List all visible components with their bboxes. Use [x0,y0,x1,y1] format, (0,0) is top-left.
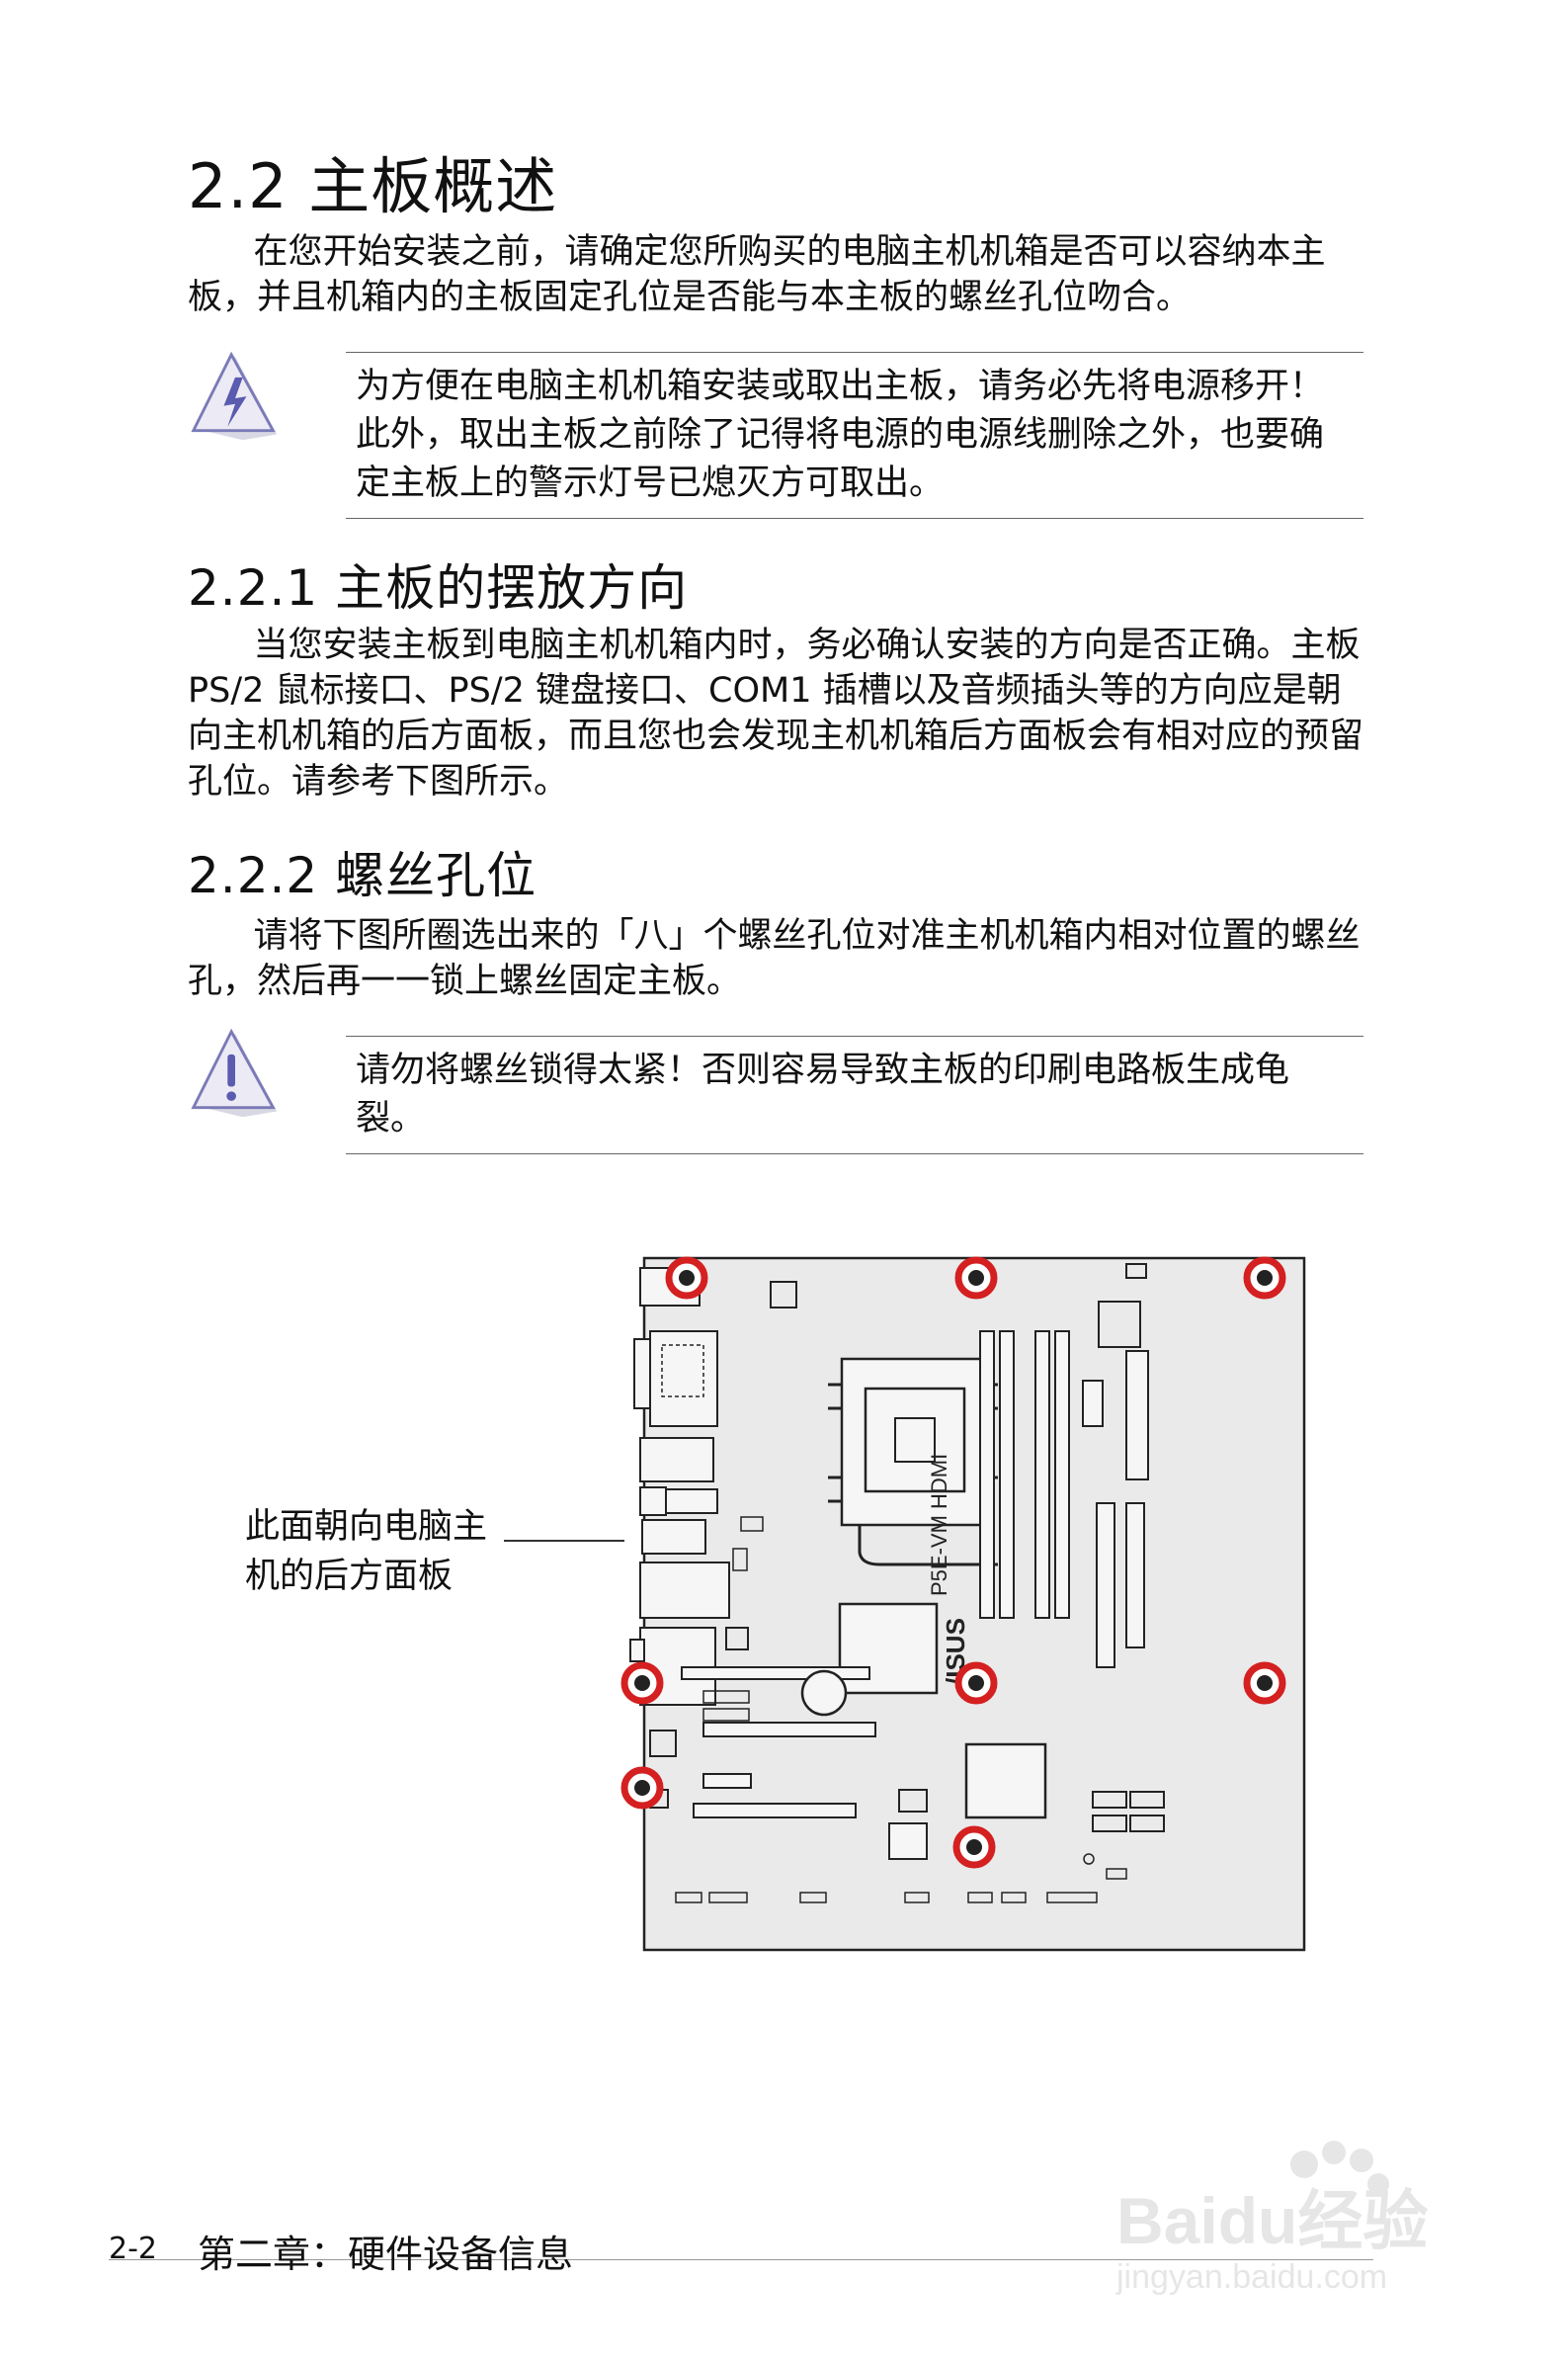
caution-note: 请勿将螺丝锁得太紧！否则容易导致主板的印刷电路板生成龟 裂。 [346,1036,1363,1154]
screw-hole-7 [620,1766,664,1810]
io-usb-port [641,1519,706,1555]
dimm-slot-3 [1034,1330,1050,1619]
motherboard-diagram: P5E-VM HDMI /ISUS [620,1256,1306,1952]
warning-note-text: 为方便在电脑主机机箱安装或取出主板，请务必先将电源移开！ 此外，取出主板之前除了… [356,367,1325,503]
intro-paragraph: 在您开始安装之前，请确定您所购买的电脑主机机箱是否可以容纳本主板，并且机箱内的主… [188,232,1326,317]
dimm-slot-4 [1054,1330,1070,1619]
orientation-paragraph: 当您安装主板到电脑主机机箱内时，务必确认安装的方向是否正确。主板 PS/2 鼠标… [188,626,1364,802]
screw-holes-paragraph: 请将下图所圈选出来的「八」个螺丝孔位对准主机机箱内相对位置的螺丝孔，然后再一一锁… [188,916,1361,1001]
baidu-jingyan-watermark: Baidu经验 jingyan.baidu.com [1097,2135,1472,2303]
screw-hole-8 [952,1825,996,1869]
sata-connector-1 [1092,1791,1127,1809]
screw-hole-2 [954,1256,998,1300]
screw-holes [620,1256,1286,1869]
caution-exclamation-icon [191,1028,278,1118]
warning-lightning-icon [191,351,278,441]
io-hdmi-port [639,1437,714,1482]
cmos-battery [800,1669,848,1717]
svg-text:jingyan.baidu.com: jingyan.baidu.com [1115,2258,1387,2296]
screw-hole-6 [1243,1661,1286,1705]
screw-hole-1 [665,1256,708,1300]
dimm-slot-2 [999,1330,1015,1619]
subsection-title-orientation: 2.2.1 主板的摆放方向 [188,559,689,617]
page-number: 2-2 [109,2232,157,2266]
sata-connector-4 [1129,1815,1165,1832]
rear-panel-leader-line [504,1540,624,1542]
cpu-socket [840,1357,986,1527]
page-title: 2.2 主板概述 [188,150,558,222]
pci-express-slot [702,1722,876,1737]
ide-connector [1096,1502,1115,1668]
southbridge-chip [964,1742,1047,1819]
screw-hole-4 [620,1661,664,1705]
atx-power-connector [1125,1350,1149,1480]
subsection-title-screw-holes: 2.2.2 螺丝孔位 [188,847,537,904]
pci-slot [693,1803,857,1818]
warning-note: 为方便在电脑主机机箱安装或取出主板，请务必先将电源移开！ 此外，取出主板之前除了… [346,352,1363,519]
paw-logo-icon: Baidu经验 jingyan.baidu.com [1115,2141,1428,2296]
dimm-slot-1 [979,1330,995,1619]
svg-text:Baidu经验: Baidu经验 [1116,2184,1428,2257]
footer-rule [109,2259,1373,2260]
chapter-title: 第二章：硬件设备信息 [198,2233,574,2276]
sata-connector-2 [1129,1791,1165,1809]
board-model-text: P5E-VM HDMI [927,1454,951,1596]
sata-connector-3 [1092,1815,1127,1832]
floppy-connector [1125,1502,1145,1648]
screw-hole-3 [1243,1256,1286,1300]
pcie-x1-slot [702,1773,752,1789]
io-lan-port [639,1562,730,1619]
screw-hole-5 [954,1661,998,1705]
rear-panel-label: 此面朝向电脑主 机的后方面板 [245,1507,488,1596]
caution-note-text: 请勿将螺丝锁得太紧！否则容易导致主板的印刷电路板生成龟 裂。 [356,1051,1290,1139]
